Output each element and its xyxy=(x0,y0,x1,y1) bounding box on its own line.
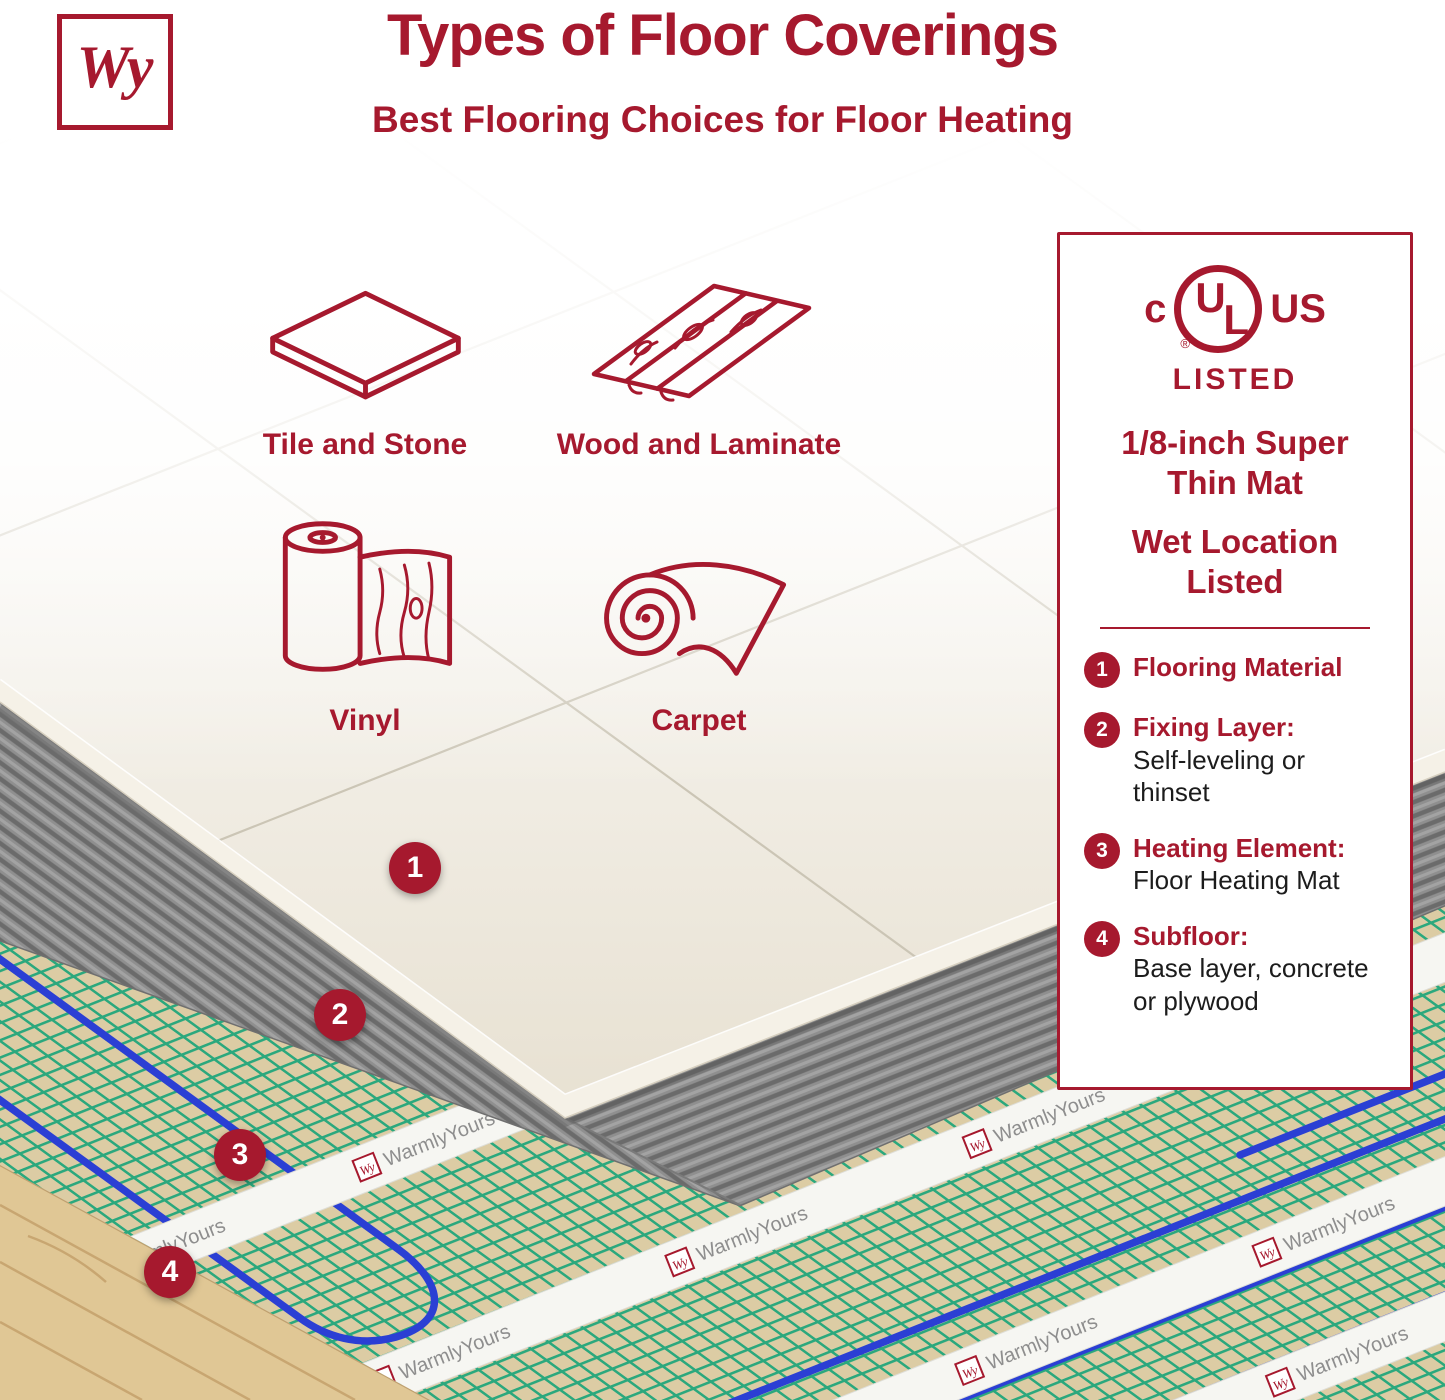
flooring-type-tile: Tile and Stone xyxy=(215,250,515,462)
legend-item-3: 3 Heating Element: Floor Heating Mat xyxy=(1084,832,1386,897)
legend-desc-2: Self-leveling or thinset xyxy=(1133,744,1305,808)
layer-marker-2-number: 2 xyxy=(331,998,349,1031)
layer-marker-2: 2 xyxy=(314,989,366,1041)
ul-suffix: US xyxy=(1270,286,1326,331)
legend-title-3: Heating Element: xyxy=(1133,832,1346,863)
tape-logo-monogram: Wy xyxy=(1257,1244,1277,1264)
heating-mat-mesh xyxy=(0,905,1445,1400)
tape-logo-monogram: Wy xyxy=(670,1254,690,1274)
thinset-corner-seam xyxy=(564,1117,741,1206)
carpet-icon xyxy=(603,562,786,676)
layer-marker-3-number: 3 xyxy=(231,1138,249,1171)
tape-logo-box xyxy=(1264,1366,1296,1398)
feature-wet-location: Wet Location Listed xyxy=(1131,523,1339,600)
vinyl-icon xyxy=(282,521,453,672)
ul-certification-mark: c U L ® US xyxy=(1084,265,1386,353)
tape-logo-box xyxy=(351,1151,383,1183)
layer-marker-4: 4 xyxy=(144,1246,196,1298)
brand-logo: Wy xyxy=(57,14,173,130)
legend-badge-3: 3 xyxy=(1084,832,1120,869)
info-panel: c U L ® US LISTED 1/8-inch Super Thin Ma… xyxy=(1057,232,1413,1090)
legend-title-1: Flooring Material xyxy=(1133,652,1343,683)
wood-and-laminate-label: Wood and Laminate xyxy=(556,428,842,461)
legend-badge-4-number: 4 xyxy=(1096,926,1108,950)
tile-and-stone-label: Tile and Stone xyxy=(262,428,468,461)
tape-logo-box xyxy=(954,1354,986,1387)
feature-thin-mat: 1/8-inch Super Thin Mat xyxy=(1121,424,1349,501)
tape-logo-monogram: Wy xyxy=(357,1159,377,1179)
legend-desc-4: Base layer, concrete or plywood xyxy=(1133,953,1369,1016)
panel-divider xyxy=(1100,627,1370,630)
page-subtitle: Best Flooring Choices for Floor Heating xyxy=(372,99,1073,140)
legend-badge-3-number: 3 xyxy=(1096,838,1108,862)
tape-logo-monogram: Wy xyxy=(967,1135,987,1155)
tape-logo-monogram: Wy xyxy=(1271,1374,1291,1394)
legend-badge-2: 2 xyxy=(1084,712,1120,749)
heating-wire-loop xyxy=(0,926,439,1345)
page-title: Types of Floor Coverings xyxy=(386,3,1059,68)
tape-logo-box xyxy=(1251,1236,1283,1268)
ul-circle-logo: U L ® xyxy=(1174,265,1263,353)
legend-badge-2-number: 2 xyxy=(1096,718,1108,742)
layer-marker-1-number: 1 xyxy=(406,851,424,884)
ul-letter-u: U xyxy=(1195,274,1226,321)
wood-and-laminate-icon xyxy=(591,283,812,402)
ul-listed-text: LISTED xyxy=(1172,363,1298,396)
legend-badge-1-number: 1 xyxy=(1096,658,1108,682)
tape-logo-box xyxy=(664,1246,696,1278)
legend-badge-4: 4 xyxy=(1084,920,1120,957)
carpet-label: Carpet xyxy=(651,704,747,737)
tile-edge-face xyxy=(0,680,1445,1118)
ul-prefix: c xyxy=(1144,286,1167,331)
flooring-type-vinyl: Vinyl xyxy=(215,486,515,738)
legend-item-1: 1 Flooring Material xyxy=(1084,651,1386,689)
registered-symbol: ® xyxy=(1180,336,1190,351)
flooring-types-grid: Tile and Stone xyxy=(215,250,849,738)
legend-item-4: 4 Subfloor: Base layer, concrete or plyw… xyxy=(1084,920,1386,1018)
tape-logo-box xyxy=(961,1128,993,1160)
tape-logo-monogram: Wy xyxy=(960,1362,980,1382)
layer-marker-1: 1 xyxy=(389,842,441,894)
layer-marker-3: 3 xyxy=(214,1129,266,1181)
tile-and-stone-icon xyxy=(269,290,461,400)
layer-legend: 1 Flooring Material 2 Fixing Layer: Self… xyxy=(1084,651,1386,1017)
legend-badge-1: 1 xyxy=(1084,652,1120,689)
ul-letter-l: L xyxy=(1223,296,1249,343)
vinyl-label: Vinyl xyxy=(329,704,401,737)
legend-item-2: 2 Fixing Layer: Self-leveling or thinset xyxy=(1084,711,1386,809)
legend-desc-3: Floor Heating Mat xyxy=(1133,865,1340,896)
brand-monogram: Wy xyxy=(76,33,154,100)
legend-title-4: Subfloor: xyxy=(1133,920,1249,951)
flooring-type-carpet: Carpet xyxy=(549,486,849,738)
thinset-layer-left xyxy=(0,702,740,1205)
wood-grain xyxy=(0,1203,356,1400)
legend-title-2: Fixing Layer: xyxy=(1133,712,1295,743)
flooring-type-wood: Wood and Laminate xyxy=(549,250,849,462)
layer-marker-4-number: 4 xyxy=(161,1255,179,1288)
